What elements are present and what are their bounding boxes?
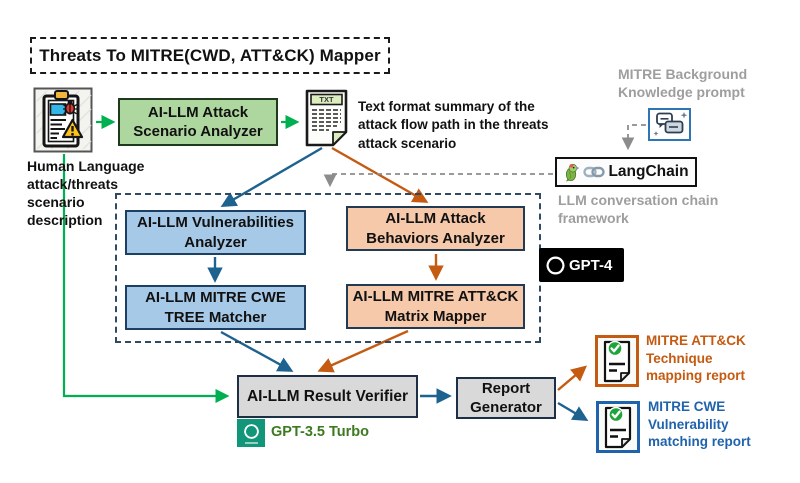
openai-logo-icon <box>546 256 565 274</box>
node-mitre-attck-matrix-mapper: AI-LLM MITRE ATT&CK Matrix Mapper <box>346 284 525 329</box>
node-vulnerabilities-analyzer: AI-LLM Vulnerabilities Analyzer <box>125 210 306 255</box>
attck-report-caption: MITRE ATT&CK Technique mapping report <box>646 333 746 384</box>
chain-link-icon <box>583 166 606 178</box>
attck-report-icon <box>595 335 639 387</box>
prompt-chat-icon <box>648 108 691 141</box>
node-attack-behaviors-analyzer: AI-LLM Attack Behaviors Analyzer <box>346 206 525 251</box>
diagram-title: Threats To MITRE(CWD, ATT&CK) Mapper <box>30 37 390 74</box>
arrow-langchain-to-analyzer-group <box>323 173 553 188</box>
gpt35-icon <box>237 419 265 447</box>
arrow-report-generator-to-attck-report <box>557 365 587 391</box>
gpt4-badge: GPT-4 <box>539 248 624 282</box>
cwe-report-icon <box>596 401 640 453</box>
openai-logo-icon <box>243 423 259 439</box>
arrow-report-generator-to-cwe-report <box>557 401 589 421</box>
parrot-icon <box>566 163 580 182</box>
cwe-report-caption: MITRE CWE Vulnerability matching report <box>648 399 751 450</box>
mitre-prompt-caption: MITRE Background Knowledge prompt <box>618 66 748 100</box>
warning-triangle-icon <box>61 118 84 139</box>
gpt4-label: GPT-4 <box>569 256 613 274</box>
langchain-label: LangChain <box>608 163 689 180</box>
node-result-verifier: AI-LLM Result Verifier <box>237 375 418 418</box>
arrow-input-to-result-verifier <box>62 154 230 404</box>
node-mitre-cwe-tree-matcher: AI-LLM MITRE CWE TREE Matcher <box>125 285 306 330</box>
langchain-caption: LLM conversation chain framework <box>558 192 719 226</box>
txt-badge: TXT <box>319 95 334 104</box>
sparkle-icon <box>653 131 659 136</box>
txt-summary-caption: Text format summary of the attack flow p… <box>358 99 549 151</box>
txt-file-icon: TXT <box>305 89 348 147</box>
input-caption: Human Language attack/threats scenario d… <box>27 158 145 228</box>
langchain-node: LangChain <box>555 157 697 187</box>
threat-description-icon <box>33 87 93 153</box>
arrow-txt-to-vulnerabilities-analyzer <box>220 146 323 207</box>
node-scenario-analyzer: AI-LLM Attack Scenario Analyzer <box>118 98 278 146</box>
sparkle-icon <box>680 112 688 119</box>
node-report-generator: Report Generator <box>456 377 556 419</box>
bug-glyph <box>62 99 78 115</box>
gpt35-label: GPT-3.5 Turbo <box>271 424 370 440</box>
arrow-attck-mapper-to-verifier <box>317 329 409 373</box>
arrow-prompt-to-langchain <box>621 124 646 151</box>
arrow-cwe-matcher-to-verifier <box>220 330 294 372</box>
